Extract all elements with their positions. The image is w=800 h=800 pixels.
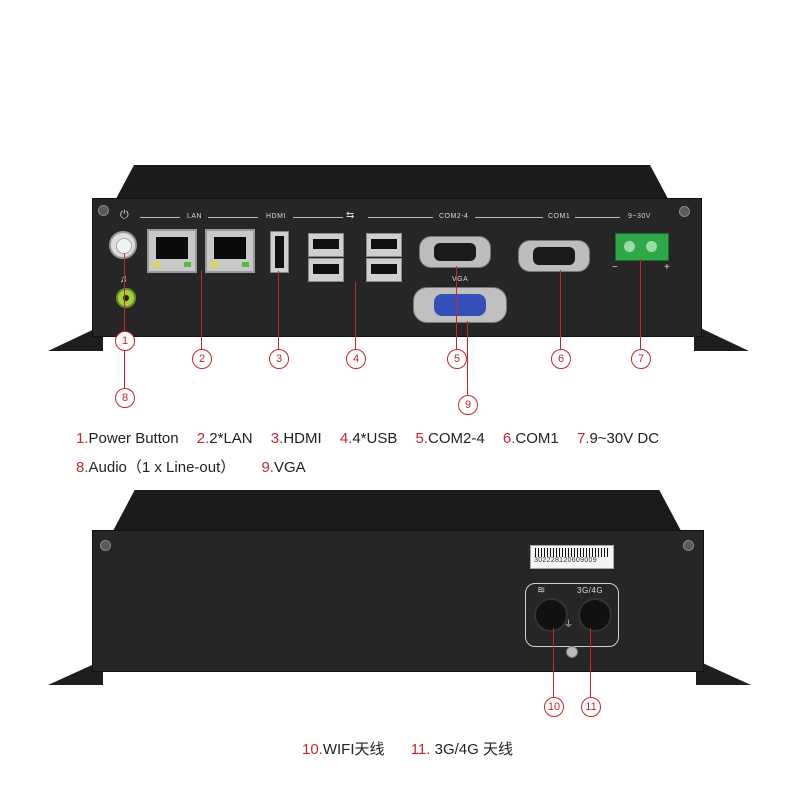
- callout-7: 7: [631, 349, 651, 369]
- silk-line: [475, 217, 543, 218]
- com2-4-port: [419, 236, 491, 268]
- plus-label: +: [664, 262, 671, 273]
- callout-4: 4: [346, 349, 366, 369]
- callout-9: 9: [458, 395, 478, 415]
- legend-item-8: 8.Audio（1 x Line-out）: [76, 459, 236, 476]
- silk-line: [140, 217, 180, 218]
- lan-port-1: [147, 229, 197, 273]
- right-mount-foot: [694, 325, 749, 351]
- silk-vga-label: VGA: [452, 276, 469, 283]
- serial-number: 302228120609009: [534, 557, 597, 564]
- screw-icon: [98, 205, 109, 216]
- screw-icon: [683, 540, 694, 551]
- callout-line: [640, 259, 641, 349]
- screw-icon: [100, 540, 111, 551]
- audio-jack: [116, 288, 136, 308]
- callout-line: [553, 628, 554, 697]
- screw-icon: [679, 206, 690, 217]
- legend-item-2: 2.2*LAN: [196, 430, 253, 447]
- wifi-antenna-connector: [534, 598, 568, 632]
- silk-line: [208, 217, 258, 218]
- headphone-icon: ♫: [120, 274, 128, 285]
- silk-com1-label: COM1: [548, 213, 571, 220]
- serial-sticker: 302228120609009: [530, 545, 614, 569]
- com1-port: [518, 240, 590, 272]
- usb-port-2: [308, 258, 344, 282]
- power-button[interactable]: [109, 231, 137, 259]
- callout-line: [355, 282, 356, 349]
- legend-item-1: 1.Power Button: [76, 430, 179, 447]
- callout-6: 6: [551, 349, 571, 369]
- callout-5: 5: [447, 349, 467, 369]
- legend-item-7: 7.9~30V DC: [576, 430, 660, 447]
- callout-line: [560, 270, 561, 349]
- 3g4g-antenna-connector: [578, 598, 612, 632]
- callout-1: 1: [115, 331, 135, 351]
- callout-line: [590, 628, 591, 697]
- callout-3: 3: [269, 349, 289, 369]
- legend-item-9: 9.VGA: [261, 459, 306, 476]
- ground-icon: ⏚: [564, 619, 574, 629]
- callout-8: 8: [115, 388, 135, 408]
- legend-row-1: 1.Power Button 2.2*LAN 3.HDMI 4.4*USB 5.…: [76, 430, 659, 447]
- legend-item-4: 4.4*USB: [339, 430, 398, 447]
- callout-10: 10: [544, 697, 564, 717]
- barcode: [535, 548, 609, 557]
- dc-power-terminal: [615, 233, 669, 261]
- silk-line: [575, 217, 620, 218]
- legend-row-2: 8.Audio（1 x Line-out） 9.VGA: [76, 456, 306, 477]
- minus-label: −: [612, 262, 619, 273]
- ground-screw: [566, 646, 578, 658]
- antenna-3g4g-label: 3G/4G: [577, 586, 604, 595]
- right-mount-foot: [696, 660, 751, 685]
- legend-item-6: 6.COM1: [502, 430, 559, 447]
- power-icon: ⏻: [120, 209, 129, 221]
- usb-port-1: [308, 233, 344, 257]
- callout-line: [124, 253, 125, 331]
- callout-line: [278, 271, 279, 349]
- callout-11: 11: [581, 697, 601, 717]
- legend-item-10: 10.WIFI天线: [302, 741, 385, 758]
- heatsink-fins: [110, 490, 684, 536]
- silk-dc-label: 9~30V: [628, 213, 651, 220]
- silk-lan-label: LAN: [187, 213, 203, 220]
- hdmi-port: [270, 231, 289, 273]
- silk-line: [293, 217, 343, 218]
- usb-icon: ⇆: [346, 210, 355, 221]
- vga-port: [413, 287, 507, 323]
- usb-port-4: [366, 258, 402, 282]
- silk-com24-label: COM2-4: [439, 213, 469, 220]
- callout-2: 2: [192, 349, 212, 369]
- silk-line: [368, 217, 433, 218]
- silk-hdmi-label: HDMI: [266, 213, 286, 220]
- legend-item-5: 5.COM2-4: [415, 430, 485, 447]
- lan-port-2: [205, 229, 255, 273]
- wifi-icon: ≋: [537, 585, 546, 596]
- legend-row-3: 10.WIFI天线 11. 3G/4G 天线: [302, 738, 513, 759]
- legend-item-11: 11. 3G/4G 天线: [410, 741, 513, 758]
- legend-item-3: 3.HDMI: [270, 430, 322, 447]
- callout-line: [201, 270, 202, 349]
- usb-port-3: [366, 233, 402, 257]
- callout-line: [456, 266, 457, 349]
- callout-line: [467, 321, 468, 395]
